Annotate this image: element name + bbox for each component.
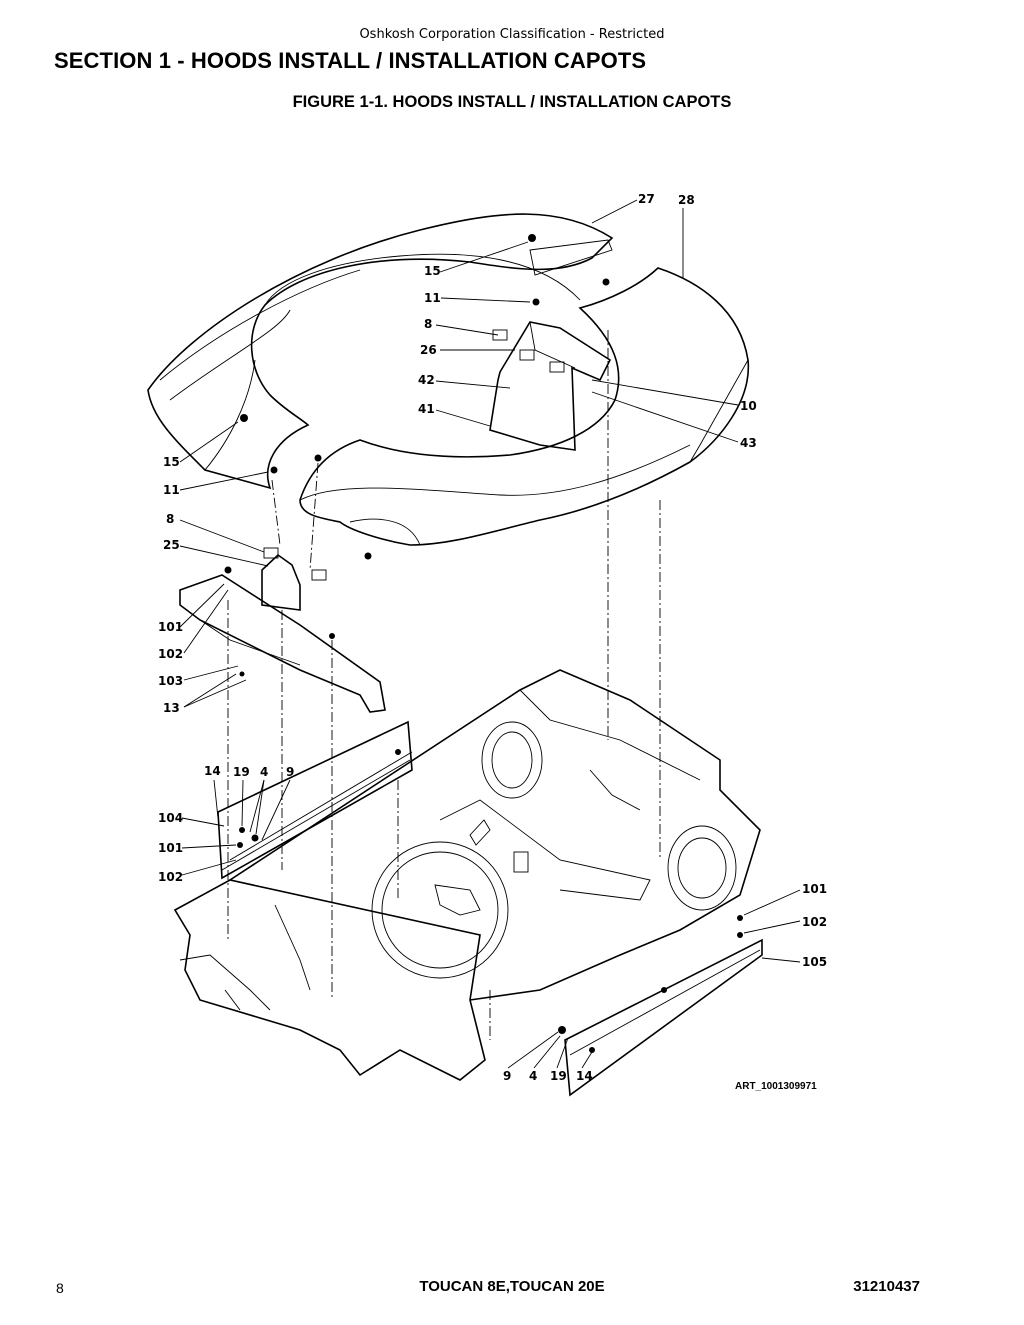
side-panel-104-drawing xyxy=(217,720,413,880)
callout-28: 28 xyxy=(678,193,695,207)
callout-9-bottom: 9 xyxy=(503,1069,511,1083)
callout-14-bottom: 14 xyxy=(576,1069,593,1083)
footer-document-number: 31210437 xyxy=(853,1278,920,1295)
callout-labels: 27 28 15 11 8 26 42 41 10 43 15 11 8 25 … xyxy=(158,192,827,1092)
front-hood-drawing xyxy=(264,253,750,546)
callout-105: 105 xyxy=(802,955,827,969)
callout-4-left: 4 xyxy=(260,765,268,779)
figure-title: FIGURE 1-1. HOODS INSTALL / INSTALLATION… xyxy=(292,93,732,111)
side-panel-105-drawing xyxy=(564,938,763,1097)
callout-41: 41 xyxy=(418,402,435,416)
callout-104: 104 xyxy=(158,811,183,825)
callout-11-left: 11 xyxy=(163,483,180,497)
alignment-lines xyxy=(227,330,661,1040)
callout-11: 11 xyxy=(424,291,441,305)
callout-9-left: 9 xyxy=(286,765,294,779)
chassis-frame-drawing xyxy=(173,669,761,1081)
footer-page-number: 8 xyxy=(56,1280,64,1296)
callout-27: 27 xyxy=(638,192,655,206)
callout-101-middle: 101 xyxy=(158,841,183,855)
callout-101-upper: 101 xyxy=(158,620,183,634)
callout-42: 42 xyxy=(418,373,435,387)
callout-102-middle: 102 xyxy=(158,870,183,884)
callout-15: 15 xyxy=(424,264,441,278)
callout-4-bottom: 4 xyxy=(529,1069,537,1083)
callout-101-right: 101 xyxy=(802,882,827,896)
callout-8: 8 xyxy=(424,317,432,331)
callout-25: 25 xyxy=(163,538,180,552)
classification-banner: Oshkosh Corporation Classification - Res… xyxy=(359,27,665,42)
callout-13: 13 xyxy=(163,701,180,715)
callout-26: 26 xyxy=(420,343,437,357)
hinge-bracket-drawing xyxy=(261,547,327,611)
callout-10: 10 xyxy=(740,399,757,413)
callout-19-bottom: 19 xyxy=(550,1069,567,1083)
callout-15-left: 15 xyxy=(163,455,180,469)
support-bracket-drawing xyxy=(489,321,612,451)
leader-lines xyxy=(179,199,801,1069)
callout-102-right: 102 xyxy=(802,915,827,929)
fasteners xyxy=(224,234,743,1053)
art-reference-id: ART_1001309971 xyxy=(735,1081,817,1092)
rear-hood-drawing xyxy=(147,213,614,490)
callout-14-left: 14 xyxy=(204,764,221,778)
exploded-parts-diagram: 27 28 15 11 8 26 42 41 10 43 15 11 8 25 … xyxy=(147,192,827,1097)
callout-102-upper: 102 xyxy=(158,647,183,661)
footer-model-name: TOUCAN 8E,TOUCAN 20E xyxy=(419,1278,605,1295)
callout-103: 103 xyxy=(158,674,183,688)
side-panel-upper-drawing xyxy=(179,574,386,713)
callout-8-left: 8 xyxy=(166,512,174,526)
callout-19-left: 19 xyxy=(233,765,250,779)
callout-43: 43 xyxy=(740,436,757,450)
section-title: SECTION 1 - HOODS INSTALL / INSTALLATION… xyxy=(54,48,647,73)
